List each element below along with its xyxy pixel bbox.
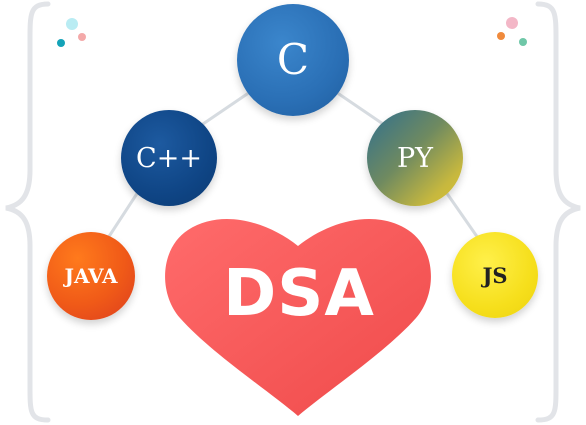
node-java: JAVA xyxy=(47,232,135,320)
connector-cpp-java xyxy=(106,191,140,239)
heart-label: DSA xyxy=(223,257,375,331)
decor-dot xyxy=(66,18,78,30)
connector-py-js xyxy=(444,191,480,239)
connector-c-cpp xyxy=(199,90,251,128)
decor-dot xyxy=(57,39,65,47)
node-javascript: JS xyxy=(452,232,538,318)
node-python: PY xyxy=(367,110,463,206)
heart-shape xyxy=(165,219,431,416)
left-curly-brace xyxy=(5,1,51,423)
node-python-label: PY xyxy=(397,142,433,174)
connector-c-py xyxy=(335,90,387,128)
node-cpp: C++ xyxy=(121,110,217,206)
node-javascript-label: JS xyxy=(482,262,508,288)
node-c-label: C xyxy=(276,35,310,84)
decor-dot xyxy=(519,38,527,46)
decor-dot xyxy=(78,33,86,41)
node-c: C xyxy=(237,4,349,116)
right-curly-brace xyxy=(535,1,581,423)
node-java-label: JAVA xyxy=(64,264,118,288)
node-cpp-label: C++ xyxy=(136,142,202,174)
decor-dot xyxy=(497,32,505,40)
decor-dot xyxy=(506,17,518,29)
